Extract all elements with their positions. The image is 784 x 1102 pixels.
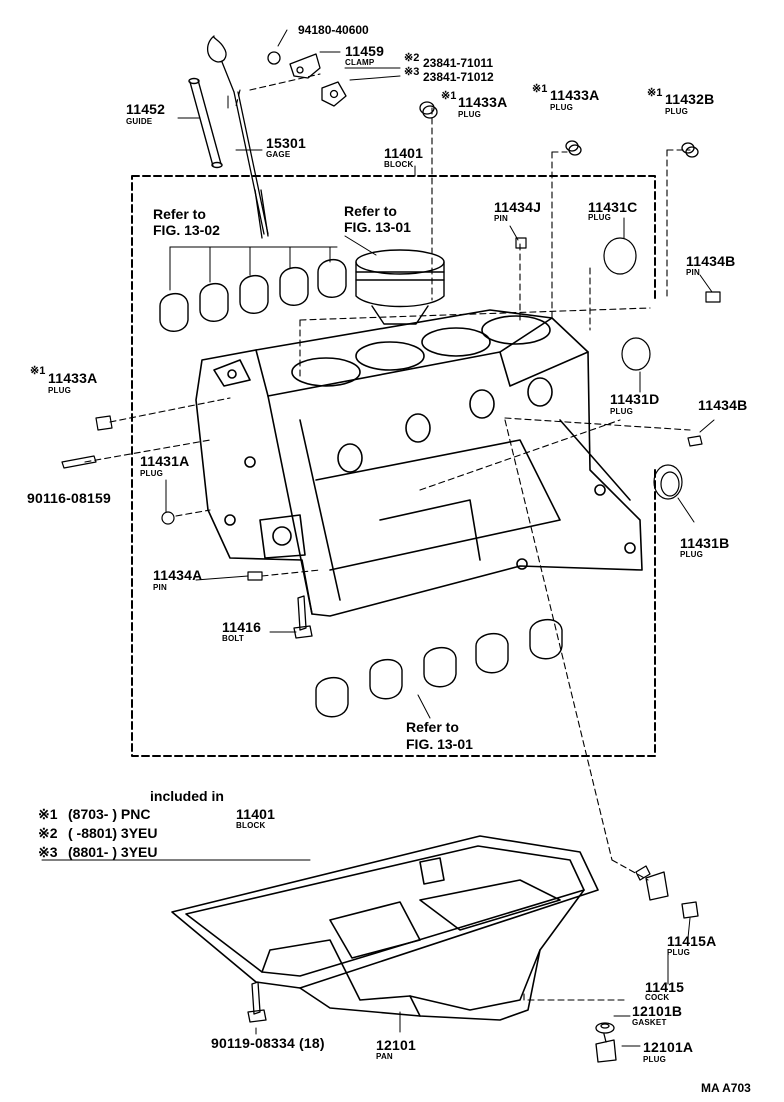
dipstick-gage [207,35,269,239]
drain-cock [635,865,699,919]
bolt-11416 [293,595,313,639]
part-label-94180-40600: 94180-40600 [298,23,369,37]
part-name-pan: PAN [376,1052,393,1061]
part-number-11431D: 11431D [610,391,660,407]
refer-to-13-01-a-line1: Refer to [344,203,397,219]
part-number-12101: 12101 [376,1037,416,1053]
legend-header: included in [150,788,224,804]
legend-row-1-part: 11401 [236,806,276,822]
pins [61,237,721,581]
top-plugs [419,101,699,158]
part-number-11433A-top: 11433A [458,94,508,110]
cylinder-block [195,309,643,617]
legend-row-2-mark: ※2 [38,825,58,841]
part-number-15301: 15301 [266,135,306,151]
part-name-plug-g: PLUG [140,469,164,478]
part-name-plug-d: PLUG [588,213,612,222]
part-number-11431B: 11431B [680,535,730,551]
part-name-plug-j: PLUG [643,1055,667,1064]
part-name-plug-c: PLUG [665,107,689,116]
refer-to-13-01-b-line1: Refer to [406,719,459,735]
refer-to-13-02-line2: FIG. 13-02 [153,222,220,238]
part-name-gasket: GASKET [632,1018,667,1027]
part-name-guide: GUIDE [126,117,153,126]
legend-row-3-range: (8801- ) 3YEU [68,844,158,860]
part-name-plug-a: PLUG [458,110,482,119]
part-number-11433A-left: 11433A [48,370,98,386]
drain-plug [595,1022,617,1063]
part-number-11434B-right: 11434B [698,397,748,413]
part-name-cock: COCK [645,993,670,1002]
footnote-mark-1-d: ※1 [30,365,46,377]
part-number-12101B: 12101B [632,1003,683,1019]
part-name-pin-b: PIN [686,268,700,277]
refer-to-13-01-a-line2: FIG. 13-01 [344,219,411,235]
part-number-11432B: 11432B [665,91,715,107]
dashed-guides [84,73,691,1001]
part-number-90116-08159: 90116-08159 [27,490,111,506]
part-number-11459: 11459 [345,43,385,59]
legend-row-1-mark: ※1 [38,806,58,822]
pan-bolt [247,981,267,1023]
refer-to-13-02-line1: Refer to [153,206,206,222]
lower-bearings [315,619,563,718]
legend-row-1-part-name: BLOCK [236,821,266,830]
piston [355,249,445,325]
oil-pan [171,835,599,1021]
footnote-mark-1-c: ※1 [647,87,663,99]
footnote-mark-2: ※2 [404,52,420,64]
clamp-11459 [267,51,347,107]
part-name-gage: GAGE [266,150,291,159]
part-number-23841-71012: 23841-71012 [423,70,494,84]
part-number-11434A: 11434A [153,567,203,583]
part-name-block: BLOCK [384,160,414,169]
part-number-11434J: 11434J [494,199,542,215]
part-number-11431A: 11431A [140,453,190,469]
diagram-code: MA A703 [701,1081,751,1095]
guide-tube [188,77,223,169]
footnote-mark-3: ※3 [404,66,420,78]
footnote-mark-1-b: ※1 [532,83,548,95]
part-number-11433A-mid: 11433A [550,87,600,103]
block-boundary-dashed [131,175,656,757]
refer-to-13-01-b-line2: FIG. 13-01 [406,736,473,752]
part-number-23841-71011: 23841-71011 [423,56,494,70]
legend-row-1-range: (8703- ) PNC [68,806,151,822]
upper-bearings [159,259,347,332]
legend-row-3-mark: ※3 [38,844,58,860]
part-number-11416: 11416 [222,619,262,635]
part-name-pin-j: PIN [494,214,508,223]
part-name-plug-i: PLUG [667,948,691,957]
footnote-mark-1-a: ※1 [441,90,457,102]
part-number-11452: 11452 [126,101,166,117]
legend-row-2-range: ( -8801) 3YEU [68,825,158,841]
part-name-plug-f: PLUG [610,407,634,416]
part-number-90119-08334: 90119-08334 (18) [211,1035,325,1051]
part-name-bolt: BOLT [222,634,244,643]
part-number-12101A: 12101A [643,1039,694,1055]
part-number-11434B-top: 11434B [686,253,736,269]
part-number-11431C: 11431C [588,199,638,215]
part-name-pin-a: PIN [153,583,167,592]
leader-lines [41,29,715,1047]
part-name-plug-e: PLUG [48,386,72,395]
part-number-11415: 11415 [645,979,685,995]
part-number-11401: 11401 [384,145,424,161]
part-number-11415A: 11415A [667,933,717,949]
part-name-plug-b: PLUG [550,103,574,112]
part-name-plug-h: PLUG [680,550,704,559]
part-name-clamp: CLAMP [345,58,375,67]
